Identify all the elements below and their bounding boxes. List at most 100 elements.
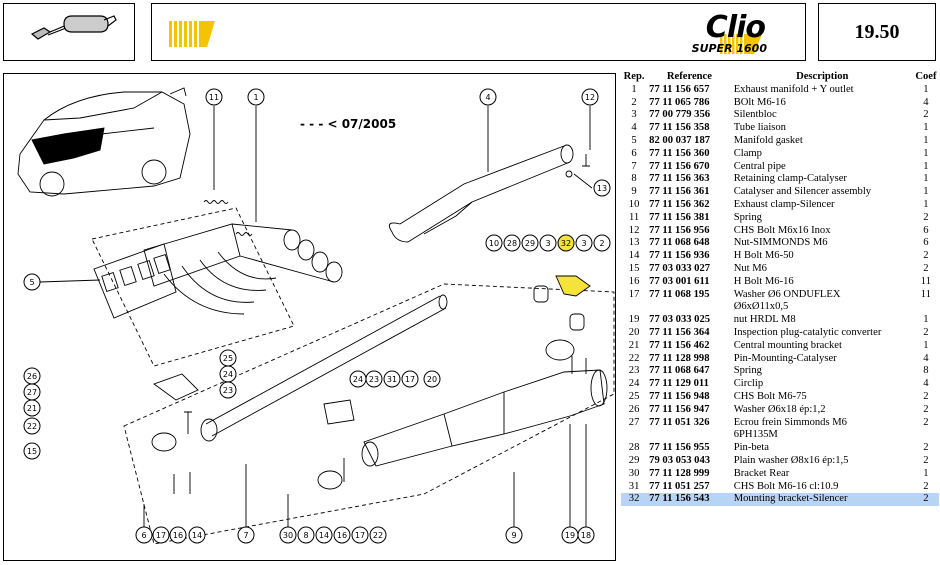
section-thumbnail[interactable] [3, 3, 135, 61]
callout-32: 32 [557, 234, 575, 252]
cell-reference: 77 11 065 786 [649, 96, 710, 108]
callout-24: 24 [219, 365, 237, 383]
cell-rep: 32 [621, 493, 648, 507]
cell-rep: 27 [628, 416, 640, 428]
col-coef: Coef [915, 71, 937, 82]
svg-text:1: 1 [253, 93, 258, 102]
table-row[interactable]: 1 77 11 156 657 Exhaust manifold + Y outle… [621, 84, 939, 97]
cell-coef: 1 [923, 160, 929, 172]
callout-22b: 22 [369, 526, 387, 544]
svg-text:8: 8 [303, 531, 308, 540]
cell-rep: 25 [628, 390, 640, 402]
cell-description: Manifold gasket [733, 134, 803, 146]
svg-text:3: 3 [545, 239, 550, 248]
callout-8: 8 [297, 526, 315, 544]
cell-coef: 1 [923, 83, 929, 95]
brand-logo: Clio [705, 10, 766, 45]
cell-reference: 77 11 156 936 [649, 250, 710, 262]
cell-coef: 1 [923, 186, 929, 198]
cell-description: Clamp [733, 147, 762, 159]
cell-description: CHS Bolt M6-75 [733, 390, 807, 402]
cell-reference: 77 11 051 257 [649, 480, 710, 492]
cell-coef: 2 [923, 403, 929, 415]
cell-coef: 2 [923, 390, 929, 402]
table-row[interactable]: Ø6xØ11x0,5 [621, 301, 939, 314]
cell-reference: 77 11 156 947 [649, 403, 710, 415]
cell-reference: 77 11 156 462 [649, 339, 710, 351]
col-reference: Reference [666, 71, 712, 82]
svg-text:28: 28 [507, 239, 517, 248]
svg-text:23: 23 [223, 386, 233, 395]
callout-29: 29 [521, 234, 539, 252]
cell-reference: 77 11 156 948 [649, 390, 710, 402]
cell-reference: 77 11 156 657 [649, 83, 710, 95]
cell-coef [913, 301, 939, 314]
svg-text:11: 11 [209, 93, 219, 102]
cell-rep: 28 [628, 442, 640, 454]
cell-rep: 22 [628, 352, 640, 364]
svg-text:2: 2 [599, 239, 604, 248]
cell-reference: 77 11 068 648 [649, 237, 710, 249]
callout-30: 30 [279, 526, 297, 544]
cell-coef: 2 [923, 454, 929, 466]
callout-17b: 17 [152, 526, 170, 544]
yellow-stripes-icon [169, 21, 215, 47]
cell-coef: 1 [923, 198, 929, 210]
cell-reference: 77 11 156 955 [649, 442, 710, 454]
cell-reference: 77 11 068 647 [649, 365, 710, 377]
cell-coef: 11 [920, 288, 931, 300]
cell-rep: 21 [628, 339, 640, 351]
mounting-bracket-silencer [555, 275, 591, 297]
cell-description: Ecrou frein Simmonds M6 [733, 416, 847, 428]
callout-20: 20 [423, 370, 441, 388]
cell-description: Exhaust clamp-Silencer [733, 198, 835, 210]
cell-coef: 6 [923, 237, 929, 249]
svg-text:32: 32 [561, 239, 571, 248]
svg-text:4: 4 [485, 93, 490, 102]
cell-coef: 2 [923, 262, 929, 274]
cell-reference: 77 11 156 363 [649, 173, 710, 185]
cell-rep: 11 [628, 211, 640, 223]
table-row[interactable]: 25 77 11 156 948 CHS Bolt M6-75 2 [621, 391, 939, 404]
cell-coef: 1 [923, 147, 929, 159]
table-row[interactable]: 6PH135M [621, 429, 939, 442]
header-banner: Clio SUPER 1600 [151, 3, 806, 61]
cell-coef: 2 [923, 250, 929, 262]
cell-rep: 29 [628, 454, 640, 466]
cell-description: Spring [733, 365, 762, 377]
cell-description: Ø6xØ11x0,5 [733, 301, 789, 313]
cell-description: Exhaust manifold + Y outlet [733, 83, 854, 95]
svg-text:22: 22 [27, 422, 37, 431]
cell-reference: 77 11 129 011 [649, 378, 709, 390]
cell-description: nut HRDL M8 [733, 314, 796, 326]
